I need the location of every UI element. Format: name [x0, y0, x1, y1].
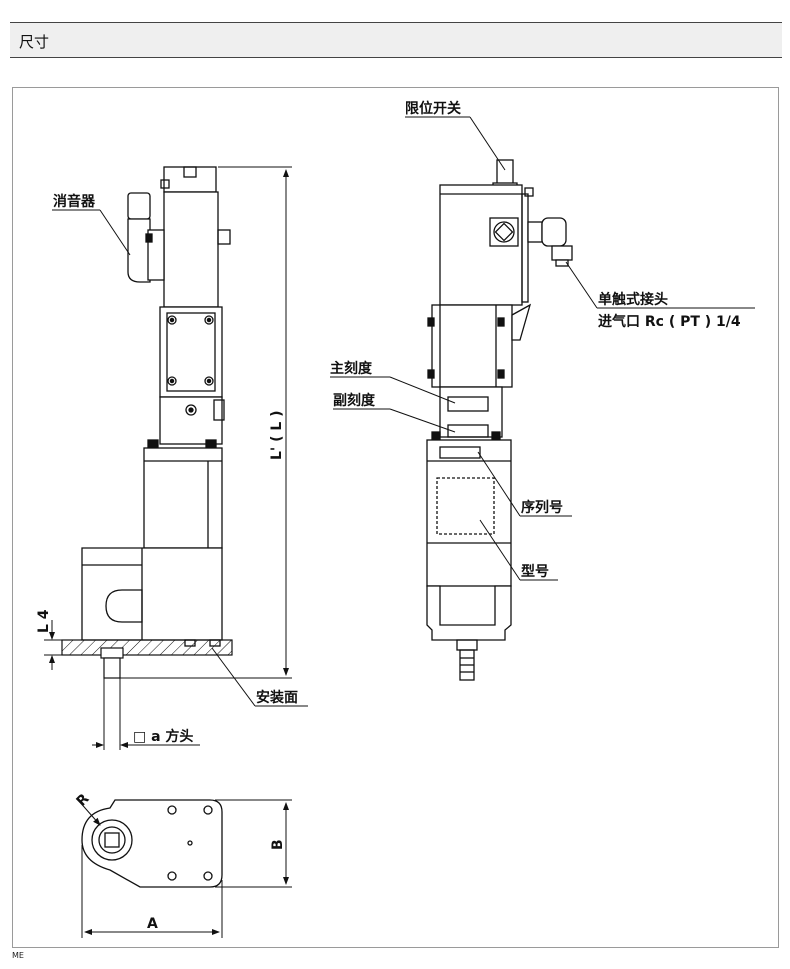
dim-b	[215, 799, 292, 888]
fitting-label-line1: 单触式接头	[598, 291, 668, 308]
muffler-leader	[52, 209, 131, 256]
limit-switch-leader	[405, 116, 506, 171]
dim-r-leader	[77, 799, 101, 826]
fitting-label-line2: 进气口 Rc ( PT ) 1/4	[598, 313, 741, 330]
dim-a-label: A	[147, 916, 158, 932]
mounting-surface-label: 安装面	[256, 689, 298, 706]
dim-b-label: B	[270, 839, 286, 850]
square-drive	[100, 647, 124, 679]
drawing-frame	[12, 87, 779, 948]
dim-l4-label: L 4	[36, 609, 52, 633]
muffler-label: 消音器	[53, 193, 96, 210]
side-view	[81, 166, 231, 647]
dim-l4	[44, 620, 82, 670]
model-number-leader	[479, 519, 558, 581]
footer-mark: ME	[12, 951, 24, 960]
plan-view	[81, 799, 223, 888]
model-number-label: 型号	[521, 563, 549, 580]
sub-scale-leader	[333, 408, 456, 433]
serial-number-leader	[477, 451, 572, 517]
front-view	[426, 159, 573, 681]
limit-switch-label: 限位开关	[405, 100, 461, 117]
sub-scale-label: 副刻度	[333, 392, 376, 409]
serial-number-label: 序列号	[521, 499, 563, 516]
dim-a	[81, 845, 223, 938]
dim-square-head	[92, 670, 200, 750]
mounting-leader	[211, 647, 308, 707]
fitting-leader	[565, 261, 755, 309]
square-head-label: □ a 方头	[133, 728, 193, 745]
dim-length	[120, 166, 292, 679]
section-title: 尺寸	[19, 33, 50, 51]
section-header: 尺寸	[10, 22, 782, 58]
main-scale-leader	[330, 376, 456, 404]
main-scale-label: 主刻度	[330, 360, 373, 377]
dim-r-label: R	[74, 791, 93, 810]
mounting-plate	[61, 639, 233, 656]
dim-length-label: L' ( L )	[269, 410, 285, 460]
